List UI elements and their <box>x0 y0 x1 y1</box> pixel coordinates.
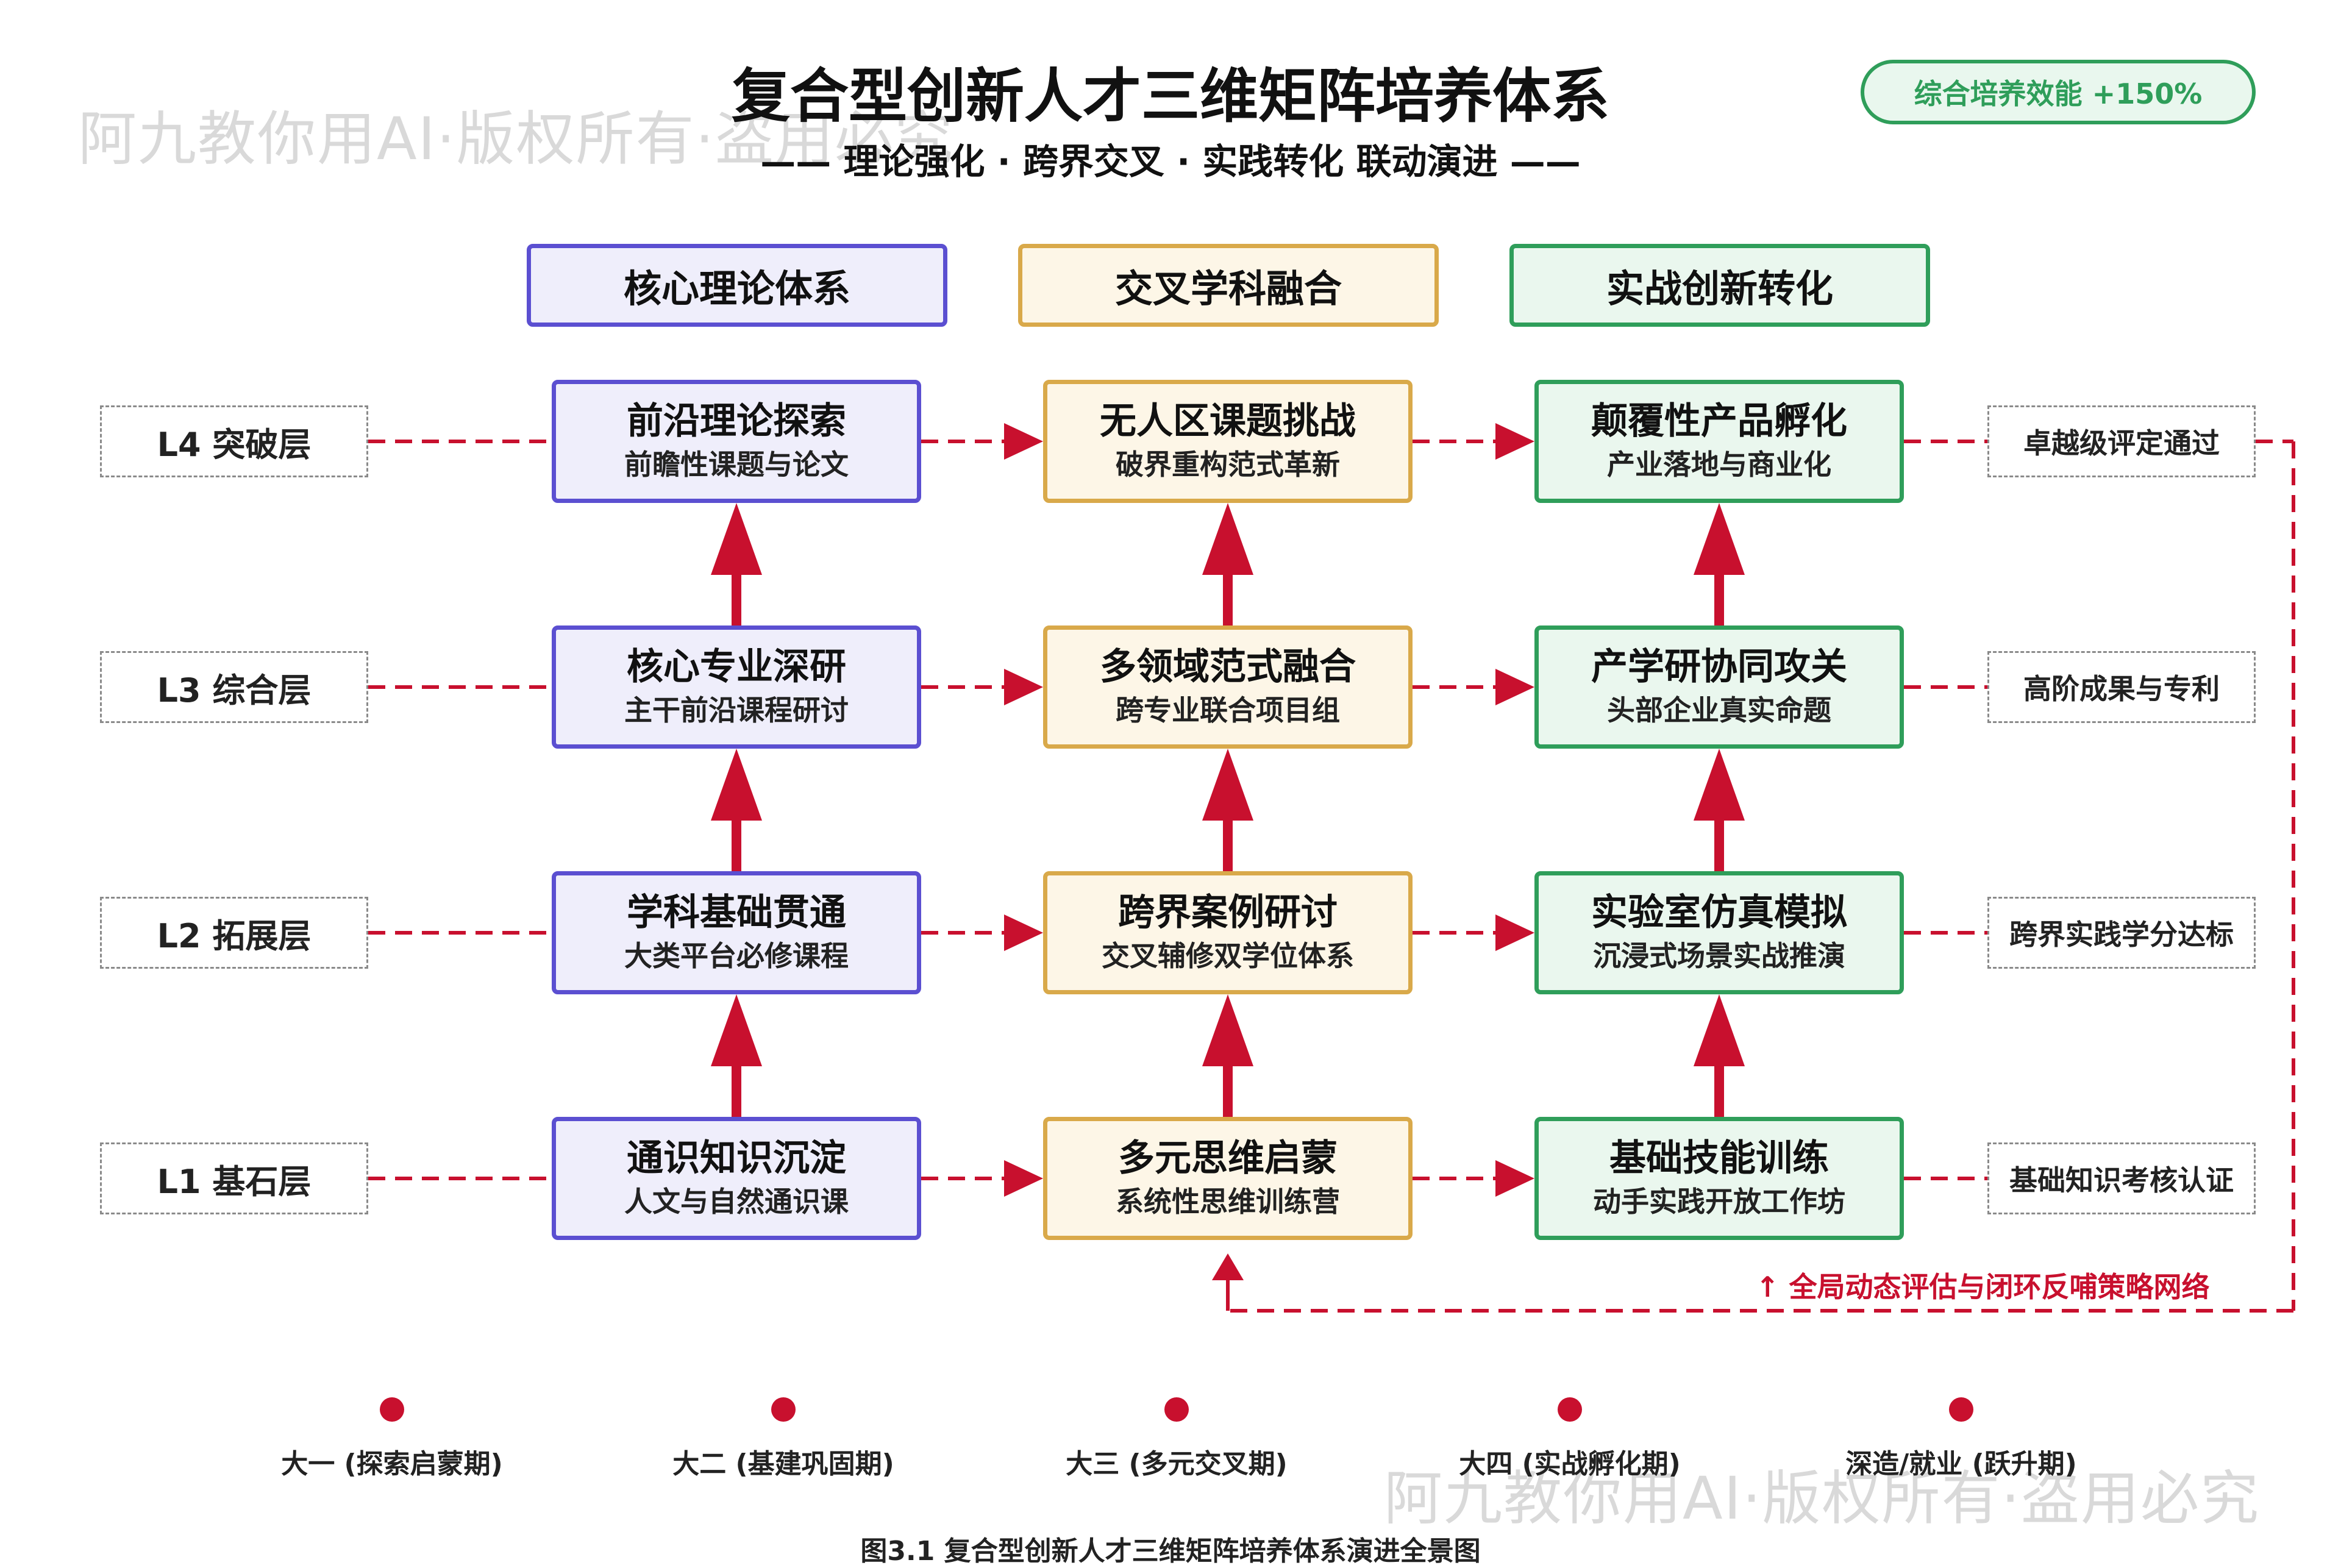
feedback-loop-label: ↑ 全局动态评估与闭环反哺策略网络 <box>1756 1270 2210 1303</box>
timeline-phase-1: 大一 (探索启蒙期) <box>281 1449 503 1480</box>
arrow-head-up <box>711 749 762 821</box>
node-subtitle: 前瞻性课题与论文 <box>624 448 849 482</box>
node-title: 学科基础贯通 <box>627 891 846 935</box>
arrow-head-up <box>1202 994 1253 1066</box>
loop-arrow-head-up <box>1212 1253 1244 1280</box>
node-subtitle: 破界重构范式革新 <box>1116 448 1340 482</box>
arrow-head-right <box>1495 669 1534 705</box>
node-title: 基础技能训练 <box>1609 1137 1829 1180</box>
arrow-head-right <box>1004 1160 1043 1197</box>
node-subtitle: 人文与自然通识课 <box>624 1185 849 1219</box>
page-subtitle: —— 理论强化 · 跨界交叉 · 实践转化 联动演进 —— <box>760 141 1581 182</box>
node-subtitle: 系统性思维训练营 <box>1116 1185 1340 1219</box>
page-title: 复合型创新人才三维矩阵培养体系 <box>732 62 1609 130</box>
node-thinking-enlightenment: 多元思维启蒙 系统性思维训练营 <box>1043 1117 1413 1240</box>
arrow-head-up <box>1202 503 1253 575</box>
node-title: 产学研协同攻关 <box>1591 646 1847 689</box>
node-lab-simulation: 实验室仿真模拟 沉浸式场景实战推演 <box>1534 871 1904 994</box>
efficiency-badge: 综合培养效能 +150% <box>1861 60 2256 124</box>
arrow-head-right <box>1495 914 1534 951</box>
outcome-label-l1: 基础知识考核认证 <box>1987 1142 2256 1214</box>
level-label-l3: L3 综合层 <box>100 651 368 723</box>
node-title: 多领域范式融合 <box>1100 646 1356 689</box>
node-subtitle: 跨专业联合项目组 <box>1116 694 1340 727</box>
arrow-head-up <box>1694 749 1745 821</box>
horizontal-arrows <box>368 423 1987 1197</box>
node-subtitle: 交叉辅修双学位体系 <box>1102 939 1354 973</box>
timeline-phase-4: 大四 (实战孵化期) <box>1459 1449 1681 1480</box>
node-subtitle: 大类平台必修课程 <box>624 939 849 973</box>
node-title: 跨界案例研讨 <box>1118 891 1338 935</box>
node-disruptive-product: 颠覆性产品孵化 产业落地与商业化 <box>1534 380 1904 503</box>
node-subtitle: 沉浸式场景实战推演 <box>1593 939 1845 973</box>
timeline-phase-2: 大二 (基建巩固期) <box>672 1449 894 1480</box>
column-header-theory: 核心理论体系 <box>527 244 947 327</box>
watermark-top: 阿九教你用AI·版权所有·盗用必究 <box>78 105 955 173</box>
arrow-head-right <box>1004 914 1043 951</box>
arrow-head-right <box>1004 669 1043 705</box>
watermark-bottom: 阿九教你用AI·版权所有·盗用必究 <box>1384 1464 2261 1533</box>
arrow-head-up <box>711 503 762 575</box>
node-subtitle: 产业落地与商业化 <box>1607 448 1831 482</box>
feedback-loop <box>1212 440 2295 1313</box>
node-case-study: 跨界案例研讨 交叉辅修双学位体系 <box>1043 871 1413 994</box>
node-subtitle: 动手实践开放工作坊 <box>1593 1185 1845 1219</box>
arrow-head-right <box>1495 1160 1534 1197</box>
outcome-label-l2: 跨界实践学分达标 <box>1987 897 2256 969</box>
timeline-dot-3 <box>1164 1397 1189 1422</box>
node-title: 无人区课题挑战 <box>1100 400 1356 443</box>
timeline-dot-5 <box>1949 1397 1973 1422</box>
arrow-head-right <box>1495 423 1534 460</box>
node-general-knowledge: 通识知识沉淀 人文与自然通识课 <box>552 1117 921 1240</box>
node-subtitle: 头部企业真实命题 <box>1607 694 1831 727</box>
node-title: 通识知识沉淀 <box>627 1137 846 1180</box>
arrow-head-right <box>1004 423 1043 460</box>
timeline-phase-3: 大三 (多元交叉期) <box>1066 1449 1288 1480</box>
arrow-head-up <box>1694 503 1745 575</box>
vertical-arrows <box>711 503 1745 1117</box>
arrow-head-up <box>1202 749 1253 821</box>
node-industry-collab: 产学研协同攻关 头部企业真实命题 <box>1534 625 1904 749</box>
node-core-major: 核心专业深研 主干前沿课程研讨 <box>552 625 921 749</box>
node-title: 前沿理论探索 <box>627 400 846 443</box>
timeline-phase-5: 深造/就业 (跃升期) <box>1845 1449 2077 1480</box>
node-paradigm-fusion: 多领域范式融合 跨专业联合项目组 <box>1043 625 1413 749</box>
level-label-l1: L1 基石层 <box>100 1142 368 1214</box>
arrow-head-up <box>711 994 762 1066</box>
node-frontier-challenge: 无人区课题挑战 破界重构范式革新 <box>1043 380 1413 503</box>
arrow-head-up <box>1694 994 1745 1066</box>
node-title: 核心专业深研 <box>627 646 846 689</box>
level-label-l4: L4 突破层 <box>100 405 368 477</box>
column-header-practice: 实战创新转化 <box>1509 244 1930 327</box>
timeline-dot-1 <box>380 1397 404 1422</box>
timeline-dot-2 <box>771 1397 796 1422</box>
node-title: 多元思维启蒙 <box>1118 1137 1338 1180</box>
node-title: 实验室仿真模拟 <box>1591 891 1847 935</box>
node-discipline-basics: 学科基础贯通 大类平台必修课程 <box>552 871 921 994</box>
node-subtitle: 主干前沿课程研讨 <box>624 694 849 727</box>
timeline-dot-4 <box>1558 1397 1582 1422</box>
level-label-l2: L2 拓展层 <box>100 897 368 969</box>
outcome-label-l4: 卓越级评定通过 <box>1987 405 2256 477</box>
figure-caption: 图3.1 复合型创新人才三维矩阵培养体系演进全景图 <box>860 1536 1481 1567</box>
node-basic-skills: 基础技能训练 动手实践开放工作坊 <box>1534 1117 1904 1240</box>
node-title: 颠覆性产品孵化 <box>1591 400 1847 443</box>
node-frontier-theory: 前沿理论探索 前瞻性课题与论文 <box>552 380 921 503</box>
outcome-label-l3: 高阶成果与专利 <box>1987 651 2256 723</box>
column-header-cross: 交叉学科融合 <box>1018 244 1439 327</box>
